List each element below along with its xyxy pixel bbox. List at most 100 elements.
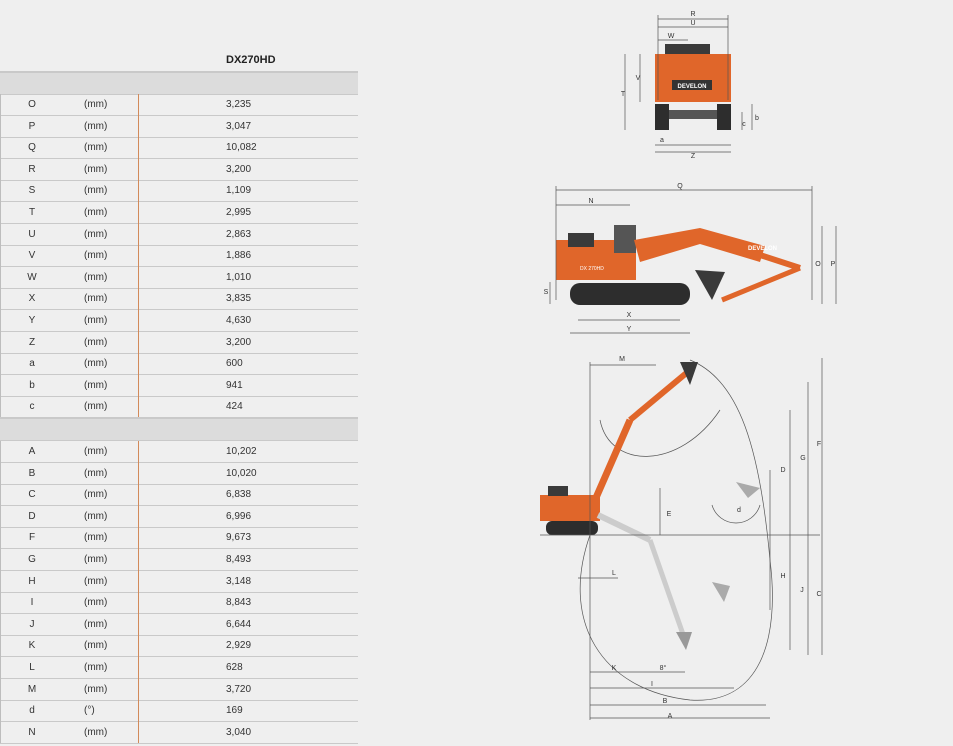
table-row: c (mm) 424 [0, 396, 358, 419]
row-value: 1,010 [226, 271, 252, 283]
row-unit: (mm) [84, 120, 108, 132]
table-row: X(mm)3,835 [0, 288, 358, 311]
row-unit: (mm) [84, 228, 108, 240]
row-value: 628 [226, 662, 243, 673]
row-value: 1,109 [226, 185, 252, 197]
range-track [546, 521, 598, 535]
row-unit: (mm) [84, 467, 108, 479]
row-value: 2,995 [226, 207, 252, 218]
dim-label-K: K [612, 665, 617, 672]
row-code: G [28, 554, 36, 565]
table-row: R(mm)3,200 [0, 159, 358, 181]
row-code: O [28, 99, 36, 110]
dim-label-c: c [742, 121, 746, 128]
dim-label-Z: Z [691, 153, 696, 160]
row-unit: (mm) [84, 99, 108, 110]
dim-label-b: b [755, 115, 759, 122]
row-value: 1,886 [226, 250, 252, 262]
table-row: J(mm)6,644 [0, 614, 358, 636]
column-divider [138, 441, 139, 743]
row-unit: (mm) [84, 532, 108, 544]
dim-label-D: D [780, 467, 785, 474]
dim-label-C: C [816, 591, 821, 598]
row-unit: (mm) [84, 640, 108, 652]
dim-label-U: U [690, 20, 695, 27]
dim-label-d: d [737, 507, 741, 514]
row-value: 3,047 [226, 120, 252, 132]
front-right-track [717, 104, 731, 130]
table-row: b(mm)941 [0, 375, 358, 397]
dim-label-I: I [651, 681, 653, 688]
dim-label-S: S [544, 289, 549, 296]
dim-label-N: N [588, 198, 593, 205]
row-code: a [29, 358, 35, 370]
side-bucket [695, 270, 725, 300]
row-value: 424 [226, 401, 243, 413]
row-value: 9,673 [226, 532, 252, 544]
row-code: S [28, 185, 36, 197]
row-code: Q [28, 142, 36, 154]
side-boom-brand: DEVELON [748, 246, 777, 252]
working-range-diagram: M D G F E d H J C L K 8° I B A [540, 356, 823, 720]
row-code: X [28, 293, 36, 305]
row-unit: (mm) [84, 358, 108, 370]
table-row: O(mm)3,235 [0, 94, 358, 116]
table-row: B(mm)10,020 [0, 463, 358, 485]
row-unit: (mm) [84, 315, 108, 326]
dim-label-P: P [831, 261, 836, 268]
table-row: Q(mm)10,082 [0, 137, 358, 160]
table-row: F(mm)9,673 [0, 527, 358, 550]
table-row: S(mm)1,109 [0, 180, 358, 203]
group-bar-working-range [0, 418, 358, 441]
dim-label-Y: Y [627, 326, 632, 333]
row-unit: (mm) [84, 271, 108, 283]
front-brand-plate [672, 80, 712, 90]
side-model-badge: DX 270HD [580, 266, 604, 272]
table-row: D(mm)6,996 [0, 506, 358, 528]
front-left-track [655, 104, 669, 130]
row-unit: (mm) [84, 163, 108, 175]
row-code: H [28, 575, 36, 587]
row-unit: (mm) [84, 683, 108, 695]
row-code: c [29, 401, 35, 413]
side-boom [634, 228, 765, 262]
row-code: b [29, 379, 35, 391]
row-unit: (mm) [84, 446, 108, 457]
row-value: 10,020 [226, 467, 257, 479]
table-row: d(°)169 [0, 700, 358, 723]
range-bucket-top [680, 362, 698, 385]
row-unit: (mm) [84, 662, 108, 673]
row-code: C [28, 489, 36, 501]
dim-label-V: V [636, 75, 641, 82]
dim-label-X: X [627, 312, 632, 319]
row-unit: (mm) [84, 575, 108, 587]
row-code: L [29, 662, 35, 673]
table-row: W(mm)1,010 [0, 267, 358, 289]
row-unit: (mm) [84, 401, 108, 413]
row-code: A [28, 446, 36, 457]
front-undercarriage [669, 110, 717, 119]
row-value: 3,720 [226, 683, 252, 695]
row-value: 2,863 [226, 228, 252, 240]
row-code: P [28, 120, 36, 132]
row-value: 8,843 [226, 597, 252, 609]
dim-label-J: J [800, 587, 804, 594]
row-value: 10,082 [226, 142, 257, 154]
dim-label-M: M [619, 356, 625, 363]
row-code: U [28, 228, 36, 240]
row-code: K [28, 640, 36, 652]
range-bucket-bottom [676, 632, 692, 650]
row-unit: (mm) [84, 618, 108, 630]
column-divider [138, 94, 139, 417]
range-engine-cover [548, 486, 568, 496]
row-lead-line [0, 94, 1, 417]
row-value: 3,040 [226, 726, 252, 738]
row-value: 3,200 [226, 336, 252, 348]
model-header: DX270HD [0, 48, 358, 72]
row-unit: (mm) [84, 726, 108, 738]
row-value: 8,493 [226, 554, 252, 565]
row-value: 10,202 [226, 446, 257, 457]
dim-label-F: F [817, 441, 821, 448]
dim-label-O: O [815, 261, 821, 268]
model-name: DX270HD [226, 54, 276, 66]
